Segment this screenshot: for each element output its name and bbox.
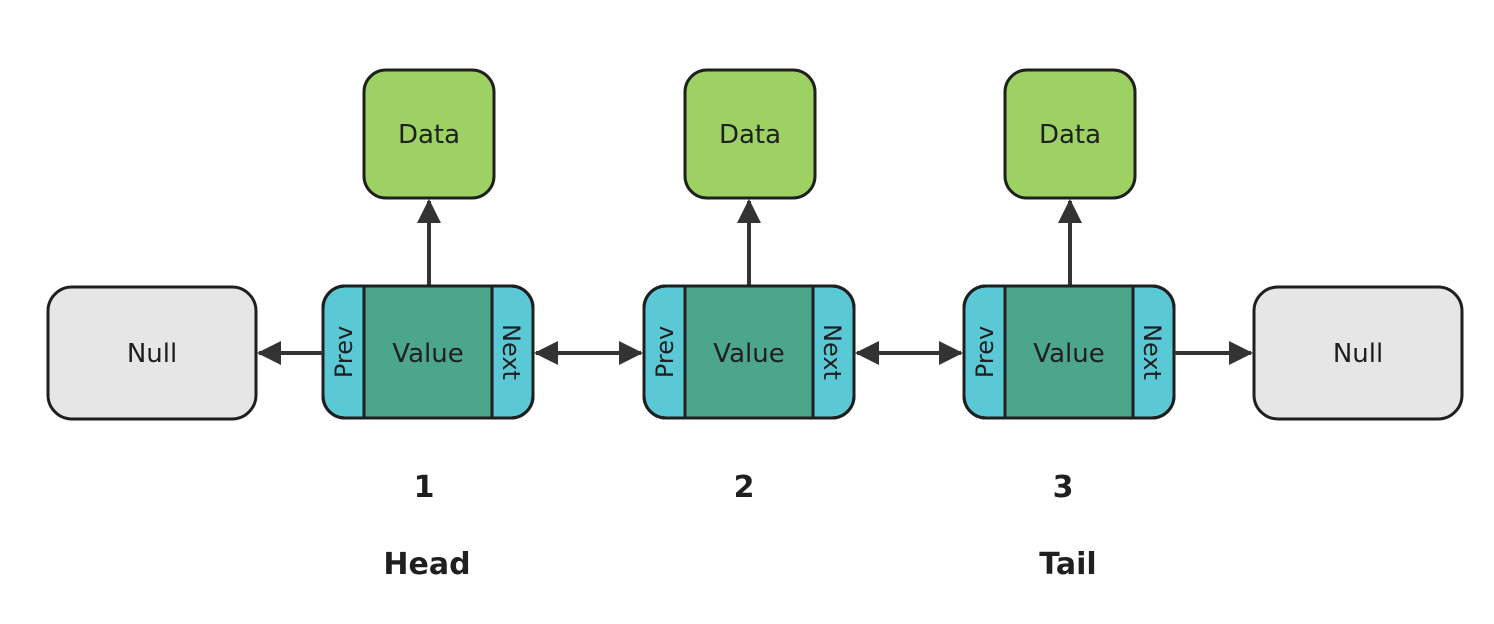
value-label-3: Value xyxy=(1033,339,1104,369)
data-box-2: Data xyxy=(683,68,817,200)
list-node-2: Data Prev Value Next 2 xyxy=(642,68,856,505)
data-label-1: Data xyxy=(398,120,460,150)
null-right-label: Null xyxy=(1333,339,1383,369)
list-node-1: Data Prev Value Next 1 Head xyxy=(321,68,535,582)
prev-label-1: Prev xyxy=(330,326,358,378)
node-role-3: Tail xyxy=(1039,547,1096,582)
null-box-left: Null xyxy=(46,285,258,421)
data-box-3: Data xyxy=(1003,68,1137,200)
next-label-1: Next xyxy=(497,324,525,380)
next-label-2: Next xyxy=(818,324,846,380)
prev-label-3: Prev xyxy=(971,326,999,378)
data-label-3: Data xyxy=(1039,120,1101,150)
node-role-1: Head xyxy=(383,547,470,582)
data-label-2: Data xyxy=(719,120,781,150)
null-box-right: Null xyxy=(1252,285,1464,421)
node-body-2: Prev Value Next xyxy=(642,284,856,420)
node-index-2: 2 xyxy=(734,470,755,505)
next-label-3: Next xyxy=(1138,324,1166,380)
node-body-3: Prev Value Next xyxy=(962,284,1176,420)
value-label-2: Value xyxy=(713,339,784,369)
value-label-1: Value xyxy=(392,339,463,369)
prev-label-2: Prev xyxy=(651,326,679,378)
node-index-3: 3 xyxy=(1053,470,1074,505)
null-left-label: Null xyxy=(127,339,177,369)
data-box-1: Data xyxy=(362,68,496,200)
node-body-1: Prev Value Next xyxy=(321,284,535,420)
node-index-1: 1 xyxy=(414,470,435,505)
list-node-3: Data Prev Value Next 3 Tail xyxy=(962,68,1176,582)
